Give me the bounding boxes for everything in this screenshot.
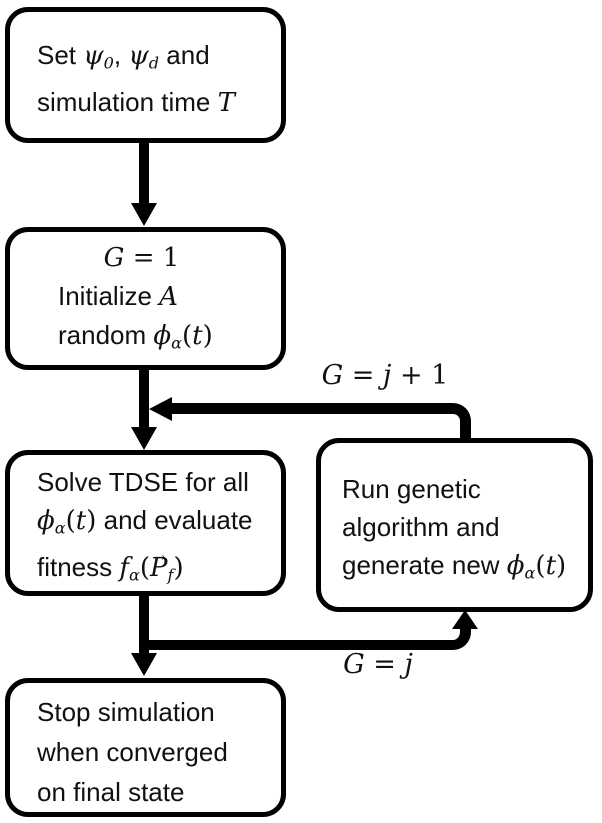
text-segment-math: t (545, 551, 557, 581)
text-segment-plain: and (159, 40, 210, 70)
feedback-top-elbow-line (170, 403, 471, 439)
text-segment-math: T (217, 87, 235, 118)
node-text-line: simulation time T (37, 83, 273, 122)
edge-label-next-generation: G = j + 1 (300, 360, 470, 391)
text-segment-plain: when converged (37, 737, 228, 767)
text-segment-plain: Stop simulation (37, 697, 215, 727)
text-segment-mathup: = (343, 360, 384, 391)
text-segment-math: f (119, 552, 129, 583)
node-text-line: Run genetic (342, 470, 582, 508)
text-segment-plain: Run genetic (342, 474, 481, 504)
text-segment-sub: α (129, 565, 140, 584)
text-segment-math: ψ (83, 41, 104, 71)
text-segment-mathup: ( (139, 552, 151, 583)
text-segment-math: ϕ (37, 506, 55, 536)
text-segment-plain: Set (37, 40, 84, 70)
text-segment-math: t (192, 321, 203, 351)
text-segment-mathup: ) (86, 506, 97, 536)
text-segment-plain: generate new (342, 550, 507, 580)
text-segment-mathup: ( (182, 321, 193, 351)
node-text-line: Set ψ0, ψd and (37, 36, 273, 83)
text-segment-math: ϕ (506, 551, 525, 581)
text-segment-mathup: = (364, 649, 405, 680)
feedback-bottom-elbow-line (144, 624, 471, 650)
node-text-line: G = 1 (10, 238, 273, 277)
node-text-line: when converged (37, 732, 275, 772)
text-segment-vec: →P (150, 549, 168, 587)
node-initialize-population: G = 1 Initialize A random ϕα(t) (5, 227, 286, 370)
text-segment-mathup: + 1 (391, 360, 449, 391)
text-segment-plain: , (113, 40, 129, 70)
node-solve-tdse: Solve TDSE for all ϕα(t) and evaluate fi… (5, 450, 286, 596)
node-text-line: algorithm and (342, 508, 582, 546)
node-stop-simulation: Stop simulation when converged on final … (5, 678, 286, 817)
text-segment-plain: Solve TDSE for all (37, 467, 249, 497)
text-segment-math: A (159, 282, 178, 312)
text-segment-sub: f (167, 565, 174, 584)
text-segment-plain: on final state (37, 777, 185, 807)
text-segment-math: G (343, 649, 365, 680)
text-segment-math: ψ (128, 41, 149, 71)
arrow-set-to-initialize-line (139, 141, 149, 205)
node-text-line: Solve TDSE for all (37, 463, 275, 501)
text-segment-mathup: ) (202, 321, 213, 351)
text-segment-sub: d (148, 53, 160, 73)
feedback-top-arrowhead-left (149, 397, 172, 421)
node-text-line: on final state (37, 772, 275, 812)
node-text-line: generate new ϕα(t) (342, 546, 582, 593)
node-text-line: Stop simulation (37, 692, 275, 732)
text-segment-plain: simulation time (37, 86, 218, 117)
text-segment-sub: α (54, 518, 66, 538)
text-segment-math: G (321, 360, 344, 391)
text-segment-mathup: ) (173, 552, 184, 583)
node-text-line: ϕα(t) and evaluate (37, 501, 275, 548)
edge-label-current-generation: G = j (324, 649, 432, 680)
text-segment-sub: α (524, 563, 536, 583)
arrow-initialize-to-solve-head (131, 427, 157, 450)
arrow-initialize-to-solve-line (139, 368, 149, 429)
text-segment-mathup: ( (535, 551, 546, 581)
arrow-solve-to-stop-head (131, 653, 157, 676)
node-genetic-algorithm: Run genetic algorithm and generate new ϕ… (316, 438, 593, 612)
arrow-set-to-initialize-head (131, 203, 157, 226)
node-text-line: random ϕα(t) (10, 316, 273, 363)
vector-arrow-icon: → (153, 549, 166, 566)
text-segment-math: j (383, 360, 392, 391)
node-text-line: Initialize A (10, 277, 273, 316)
text-segment-sub: 0 (103, 53, 114, 73)
text-segment-mathup: ) (556, 551, 567, 581)
feedback-bottom-arrowhead-up (452, 610, 478, 629)
node-set-initial-states: Set ψ0, ψd and simulation time T (5, 7, 286, 143)
node-text-line: fitness fα(→Pf) (37, 548, 275, 595)
text-segment-mathup: = 1 (124, 243, 180, 273)
text-segment-plain: fitness (37, 551, 120, 582)
text-segment-plain: and evaluate (96, 505, 253, 535)
text-segment-plain: Initialize (58, 281, 160, 311)
text-segment-plain: random (58, 320, 154, 350)
text-segment-math: j (404, 649, 413, 680)
text-segment-math: G (103, 243, 125, 273)
text-segment-sub: α (171, 333, 183, 353)
text-segment-plain: algorithm and (342, 512, 500, 542)
text-segment-math: ϕ (153, 321, 172, 351)
text-segment-mathup: ( (65, 506, 76, 536)
text-segment-math: t (75, 506, 87, 536)
